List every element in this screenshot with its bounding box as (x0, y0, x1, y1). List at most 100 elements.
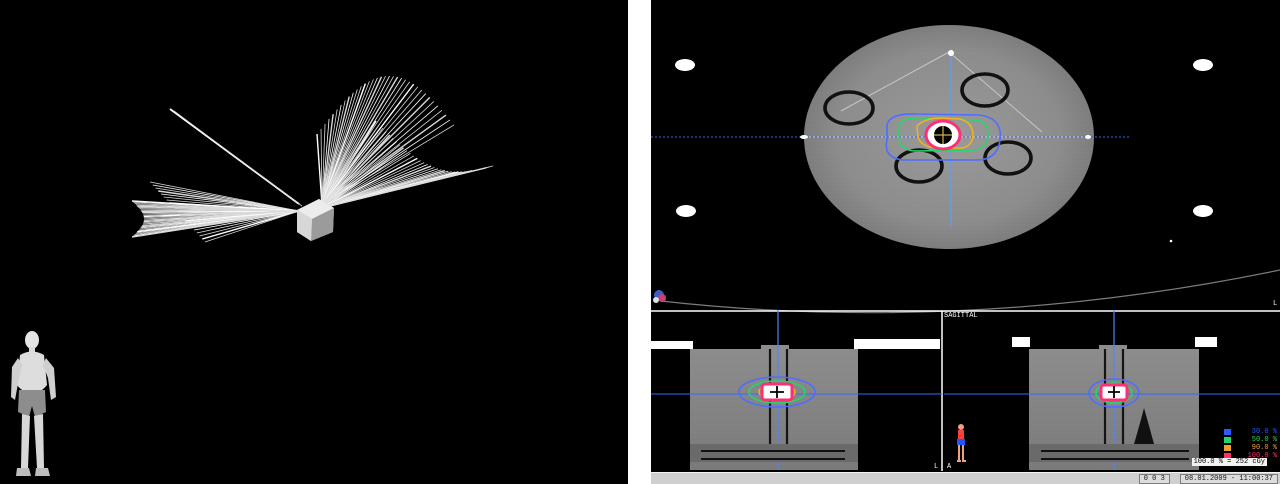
right-fan-beam (321, 153, 411, 209)
upper-right-fan-beam (321, 86, 419, 206)
orientation-icon (653, 290, 666, 303)
upper-right-fan-beam (321, 104, 342, 206)
upper-right-fan-beam (321, 76, 399, 206)
upper-right-fan-beam (321, 76, 383, 206)
axial-50-percent-isodose (898, 117, 989, 152)
reference-dot (675, 59, 695, 71)
left-fan-beam (182, 210, 300, 219)
legend-value-30: 30.0 % (1251, 428, 1277, 436)
right-fan-beam (321, 165, 432, 209)
upper-right-fan-beam (321, 109, 338, 206)
right-fan-beam (321, 160, 421, 209)
upper-right-beam-fan (316, 75, 455, 206)
single-beam-spike (169, 108, 303, 207)
right-fan-beam (321, 165, 494, 209)
panel-a-background (0, 0, 628, 484)
upper-right-fan-beam (320, 128, 323, 206)
left-fan-beam (149, 181, 300, 212)
upper-right-fan-beam (321, 83, 415, 206)
left-fan-beam (191, 210, 300, 228)
dose-normalization: 100.0 % = 252 cGy (1191, 458, 1267, 466)
upper-right-fan-beam (321, 92, 354, 206)
upper-right-fan-beam (321, 75, 390, 206)
upper-right-fan-beam (321, 77, 402, 206)
legend-swatch-green (1224, 437, 1231, 443)
upper-right-fan-beam (321, 119, 451, 206)
legend-row-50: 50.0 % (1221, 436, 1277, 444)
upper-right-fan-beam (321, 76, 386, 206)
upper-right-fan-beam (321, 89, 423, 206)
left-fan-beam (185, 210, 300, 222)
legend-swatch-blue (1224, 429, 1231, 435)
upper-right-fan-beam (321, 96, 350, 206)
statusbar: 0 0 3 08.01.2009 - 11:00:37 (651, 472, 1280, 484)
left-fan-beam (196, 210, 300, 234)
left-fan-beam (174, 208, 300, 212)
left-fan-beam (169, 202, 300, 212)
upper-right-fan-beam (321, 114, 447, 206)
left-orientation-marker: L (1273, 300, 1278, 308)
upper-right-fan-beam (321, 83, 367, 206)
view-separators (651, 310, 1280, 471)
phantom-cube (297, 199, 334, 241)
anterior-orientation-marker: A (947, 463, 952, 471)
timestamp: 08.01.2009 - 11:00:37 (1179, 473, 1278, 484)
upper-right-fan-beam (321, 110, 443, 206)
legend-value-90: 90.0 % (1251, 444, 1277, 452)
left-fan-beam (202, 210, 300, 240)
legend-swatch-red (1224, 453, 1231, 459)
left-fan-beam (193, 210, 300, 231)
upper-right-fan-beam (316, 133, 323, 206)
panel-a: A (0, 0, 628, 484)
upper-right-fan-beam (321, 105, 439, 206)
upper-right-fan-beam (321, 101, 435, 206)
legend-row-100: 100.0 % (1221, 452, 1277, 460)
axial-30-percent-isodose (885, 113, 1002, 161)
upper-right-fan-beam (321, 96, 431, 206)
left-fan-beam (160, 193, 300, 212)
left-fan-beam (158, 190, 300, 212)
left-fan-beam (163, 196, 300, 212)
upper-right-fan-beam (321, 89, 358, 206)
left-fan-beam (152, 184, 300, 212)
upper-right-fan-beam (321, 81, 370, 206)
upper-right-fan-beam (321, 93, 427, 206)
reference-dot (1193, 205, 1213, 217)
upper-right-fan-beam (321, 124, 455, 206)
upper-right-fan-beam (321, 81, 411, 206)
human-figure (11, 331, 56, 476)
legend-value-100: 100.0 % (1247, 452, 1277, 460)
right-fan-beam (321, 157, 418, 209)
dose-legend: 30.0 % 50.0 % 90.0 % 100.0 % (1221, 428, 1277, 460)
beam-geometry-view (0, 0, 628, 484)
panel-b: B (651, 0, 1280, 484)
sagittal-label: SAGITTAL (944, 312, 978, 320)
left-marker-dot (800, 135, 808, 139)
left-view-orientation-marker: L (934, 463, 939, 471)
left-beam-fan (131, 181, 300, 243)
left-fan-beam (171, 205, 300, 212)
axial-view (651, 25, 1280, 314)
upper-right-fan-beam (321, 79, 406, 206)
legend-row-90: 90.0 % (1221, 444, 1277, 452)
upper-right-fan-beam (321, 123, 326, 206)
reference-dot (1193, 59, 1213, 71)
left-fan-beam (180, 210, 300, 216)
legend-swatch-orange (1224, 445, 1231, 451)
patient-orientation-figure (957, 424, 966, 462)
status-spacer (1170, 474, 1180, 484)
right-fan-beam (321, 162, 425, 209)
right-sagittal-view (944, 310, 1280, 470)
legend-row-30: 30.0 % (1221, 428, 1277, 436)
legend-value-50: 50.0 % (1251, 436, 1277, 444)
left-sagittal-view (651, 310, 942, 470)
right-marker-dot (1085, 135, 1091, 139)
couch-outline (660, 269, 1280, 314)
left-fan-beam (204, 210, 300, 243)
treatment-planning-display (651, 0, 1280, 484)
axial-90-percent-isodose (916, 117, 974, 149)
top-marker (948, 50, 954, 56)
upper-right-fan-beam (321, 113, 334, 206)
upper-right-fan-beam (321, 79, 374, 206)
slice-number: 0 0 3 (1138, 473, 1170, 484)
